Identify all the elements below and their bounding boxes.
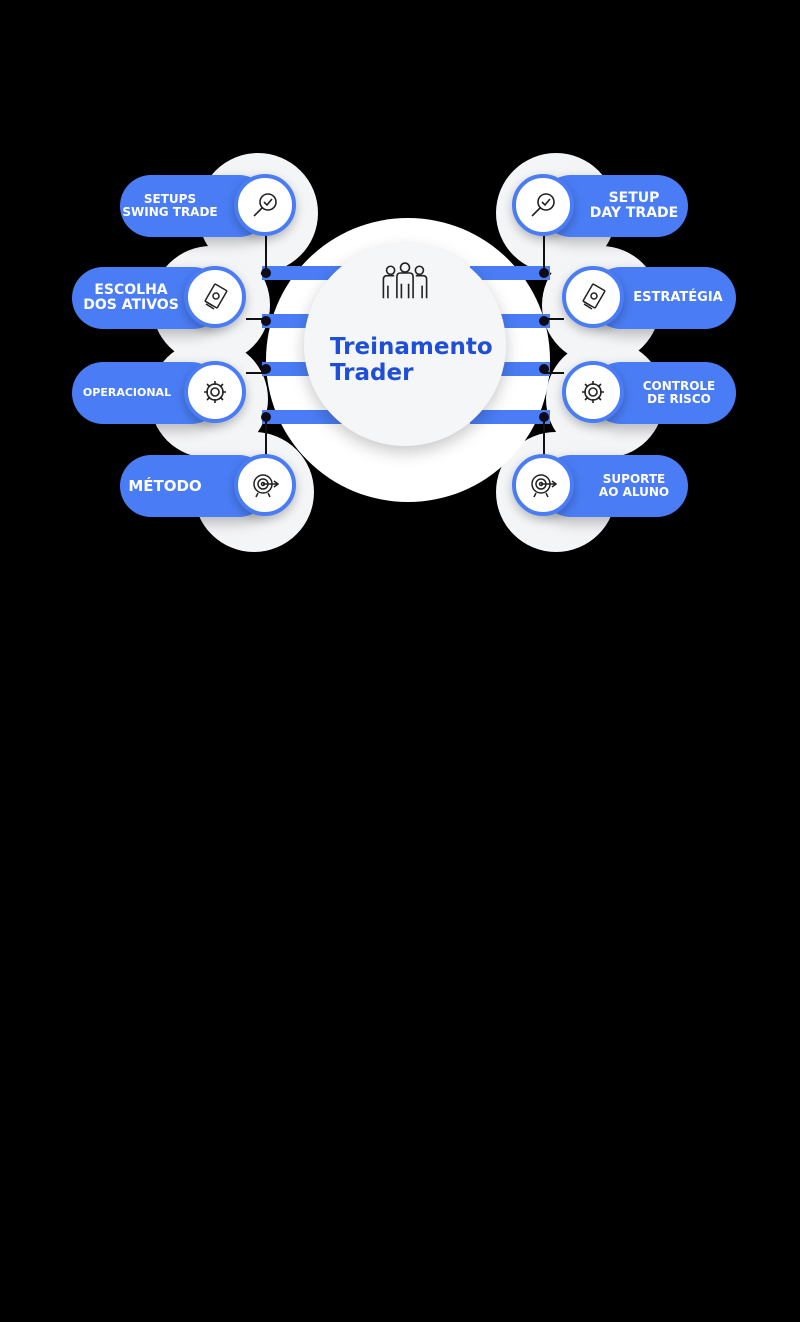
icon-node-right-1[interactable]: [512, 174, 574, 236]
magnifier-chart-icon: [253, 193, 277, 217]
center-node: [304, 244, 506, 446]
connector-left-2: [246, 318, 266, 320]
target-icon: [531, 474, 558, 498]
icon-node-left-3[interactable]: [184, 361, 246, 423]
node-label: OPERACIONAL: [82, 385, 172, 399]
junction-dot-left-3: [261, 364, 271, 374]
connector-left-3: [246, 372, 266, 374]
node-label: CONTROLE DE RISCO: [642, 378, 716, 406]
junction-dot-left-1: [261, 268, 271, 278]
node-label: SETUP DAY TRADE: [589, 189, 679, 221]
target-icon: [253, 474, 280, 498]
money-stack-icon: [582, 283, 606, 310]
gear-icon: [582, 381, 604, 403]
connector-right-2: [544, 318, 564, 320]
connector-right-4: [543, 416, 545, 456]
icon-node-right-2[interactable]: [562, 266, 624, 328]
junction-dot-right-2: [539, 316, 549, 326]
icon-node-left-4[interactable]: [234, 454, 296, 516]
junction-dot-right-4: [539, 412, 549, 422]
icon-node-left-1[interactable]: [234, 174, 296, 236]
connector-right-1: [543, 234, 545, 272]
center-title: Treinamento Trader: [330, 334, 493, 386]
connector-right-3: [544, 372, 564, 374]
connector-left-4: [265, 416, 267, 456]
junction-dot-left-4: [261, 412, 271, 422]
link-bar-left-4: [262, 410, 342, 424]
link-bar-right-2: [490, 314, 550, 328]
node-label: SETUPS SWING TRADE: [122, 191, 218, 219]
link-bar-left-1: [262, 266, 342, 280]
team-icon: [382, 262, 428, 299]
node-label: SUPORTE AO ALUNO: [598, 471, 670, 499]
link-bar-right-1: [470, 266, 550, 280]
junction-dot-left-2: [261, 316, 271, 326]
mind-map-diagram: Treinamento Trader SETUPS SWING TRADE ES…: [0, 0, 800, 600]
junction-dot-right-1: [539, 268, 549, 278]
link-bar-right-3: [490, 362, 550, 376]
gear-icon: [204, 381, 226, 403]
node-label: ESTRATÉGIA: [633, 289, 723, 305]
connector-left-1: [265, 234, 267, 272]
node-label: ESCOLHA DOS ATIVOS: [83, 281, 179, 313]
icon-node-left-2[interactable]: [184, 266, 246, 328]
magnifier-chart-icon: [531, 193, 555, 217]
money-stack-icon: [204, 283, 228, 310]
node-label: MÉTODO: [128, 476, 202, 495]
icon-node-right-3[interactable]: [562, 361, 624, 423]
link-bar-right-4: [470, 410, 550, 424]
junction-dot-right-3: [539, 364, 549, 374]
icon-node-right-4[interactable]: [512, 454, 574, 516]
